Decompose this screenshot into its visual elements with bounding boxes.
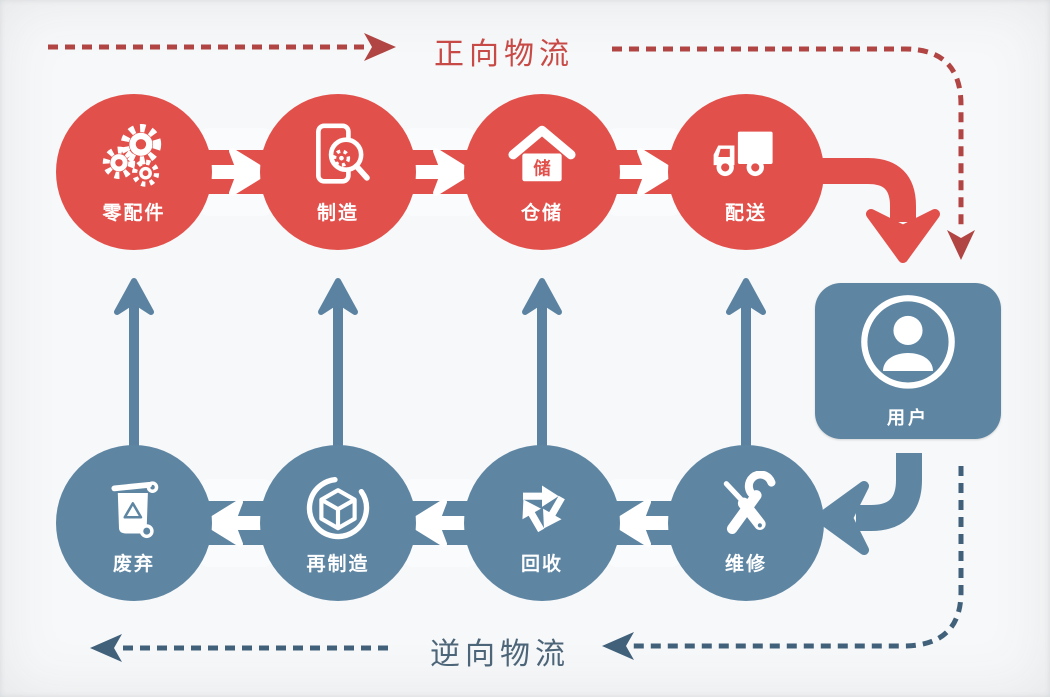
reverse-logistics-title: 逆向物流	[430, 638, 570, 671]
node-label: 再制造	[306, 554, 370, 575]
reverse-dashed-arrow-left	[90, 634, 388, 662]
remanufacture-cube-icon	[300, 470, 376, 546]
forward-dashed-arrow-right	[612, 46, 975, 260]
manufacture-inspect-icon	[301, 119, 375, 195]
user-icon	[856, 293, 960, 402]
node-label: 制造	[316, 203, 359, 224]
delivery-truck-icon	[708, 119, 784, 195]
node-recycle: 回收	[464, 445, 620, 601]
node-manufacture: 制造	[260, 94, 416, 250]
node-remanufacture: 再制造	[260, 445, 416, 601]
forward-dashed-arrow-left	[48, 33, 396, 61]
up-arrows	[114, 278, 766, 458]
node-label: 配送	[724, 203, 767, 224]
node-label: 废弃	[112, 554, 155, 575]
repair-tools-icon	[709, 470, 783, 546]
node-label: 仓储	[520, 203, 563, 224]
node-spare-parts: 零配件	[56, 94, 212, 250]
gears-icon	[97, 119, 171, 195]
svg-text:储: 储	[533, 158, 550, 178]
node-label: 回收	[520, 554, 563, 575]
node-repair: 维修	[668, 445, 824, 601]
trash-bin-icon	[97, 470, 171, 546]
node-delivery: 配送	[668, 94, 824, 250]
recycle-icon	[504, 470, 580, 546]
node-label: 用户	[887, 407, 929, 428]
node-disposal: 废弃	[56, 445, 212, 601]
warehouse-house-icon: 储	[503, 119, 581, 195]
node-warehouse: 储 仓储	[464, 94, 620, 250]
node-label: 零配件	[102, 203, 166, 224]
node-user: 用户	[815, 283, 1001, 439]
forward-logistics-title: 正向物流	[434, 38, 574, 71]
reverse-dashed-arrow-right	[602, 466, 964, 660]
user-to-repair-arrow	[815, 453, 922, 555]
node-label: 维修	[724, 554, 767, 575]
delivery-to-user-arrow	[822, 158, 940, 263]
